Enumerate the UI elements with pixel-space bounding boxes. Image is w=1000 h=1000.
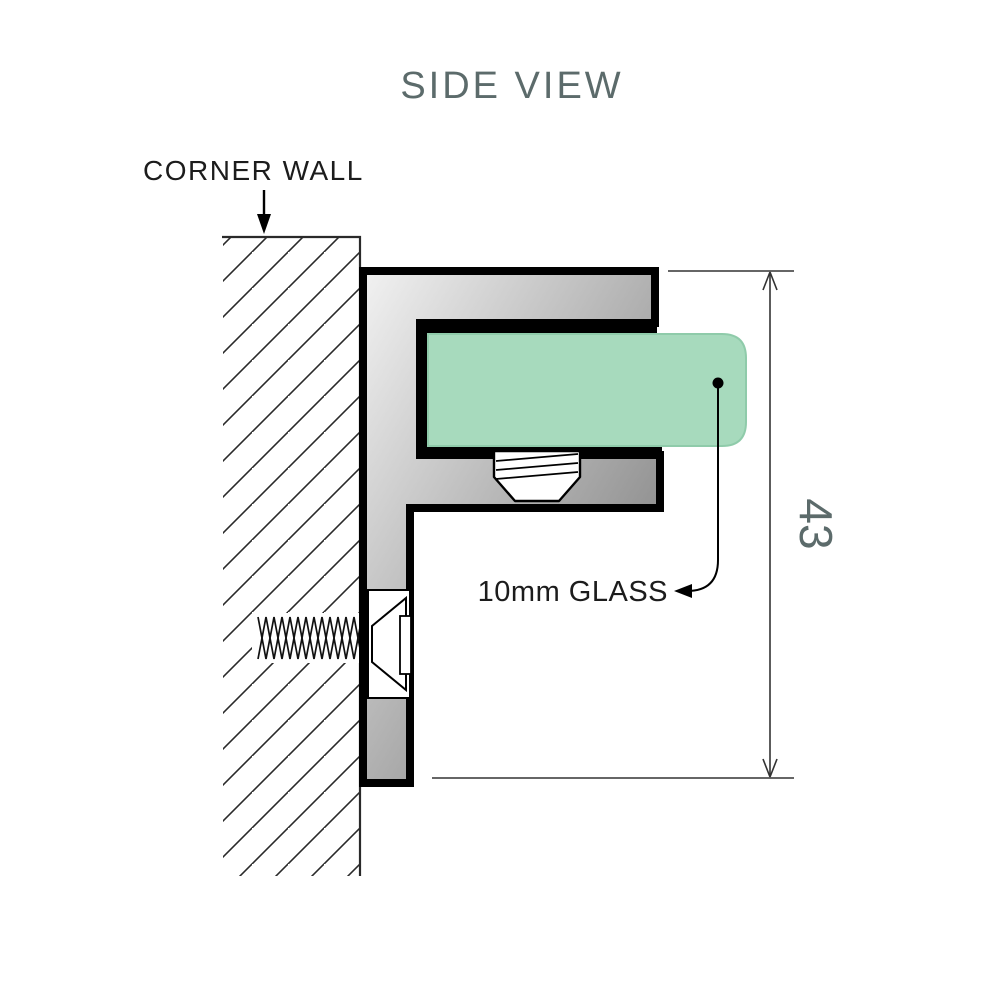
wall-hatching: [223, 237, 360, 876]
wall-screw-head: [367, 589, 412, 699]
corner-wall-label: CORNER WALL: [143, 155, 364, 186]
bracket-channel-lining: [419, 322, 662, 456]
dimension-line: [762, 271, 778, 778]
glass-label: 10mm GLASS: [478, 576, 668, 608]
glass-panel: [427, 333, 747, 447]
dimension-value: 43: [790, 498, 842, 549]
glass-leader-line: [674, 377, 724, 598]
wall-screw: [252, 613, 364, 663]
grub-screw: [492, 449, 582, 503]
corner-wall-arrow-icon: [257, 190, 271, 234]
page-title: SIDE VIEW: [400, 65, 623, 107]
